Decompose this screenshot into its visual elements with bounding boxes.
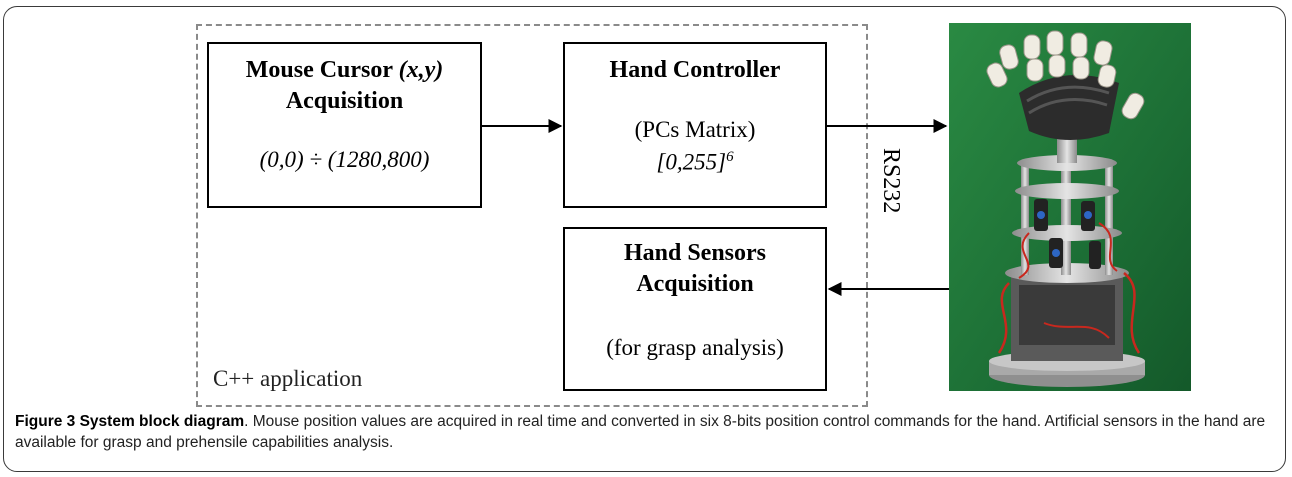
cpp-application-label: C++ application [213,366,363,391]
mouse-block-title: Mouse Cursor (x,y) [209,56,480,85]
controller-range-value: [0,255] [656,149,727,175]
figure-caption: Figure 3 System block diagram. Mouse pos… [15,411,1277,453]
caption-title: Figure 3 System block diagram [15,413,245,430]
hand-controller-block: Hand Controller (PCs Matrix) [0,255]6 [563,42,827,208]
mouse-range-text: (0,0) ÷ (1280,800) [259,147,430,172]
controller-range-exponent: 6 [726,149,734,165]
sensors-note: (for grasp analysis) [606,335,784,360]
mouse-block-title-xy: (x,y) [398,57,444,83]
figure-frame [3,6,1286,472]
cpp-application-boundary [196,24,868,407]
mouse-block-title-text: Mouse Cursor [245,57,399,83]
mouse-block-subtitle: Acquisition [285,88,404,114]
caption-text: . Mouse position values are acquired in … [15,413,1266,451]
mouse-acquisition-block: Mouse Cursor (x,y) Acquisition (0,0) ÷ (… [207,42,482,208]
controller-matrix-text: (PCs Matrix) [634,117,756,142]
sensors-title: Hand Sensors [623,240,767,266]
sensors-subtitle: Acquisition [636,271,754,297]
rs232-label: RS232 [878,148,904,214]
hand-sensors-block: Hand Sensors Acquisition (for grasp anal… [563,227,827,391]
controller-range: [0,255]6 [565,144,825,176]
robotic-hand-photo [949,23,1191,391]
controller-title: Hand Controller [609,57,781,83]
